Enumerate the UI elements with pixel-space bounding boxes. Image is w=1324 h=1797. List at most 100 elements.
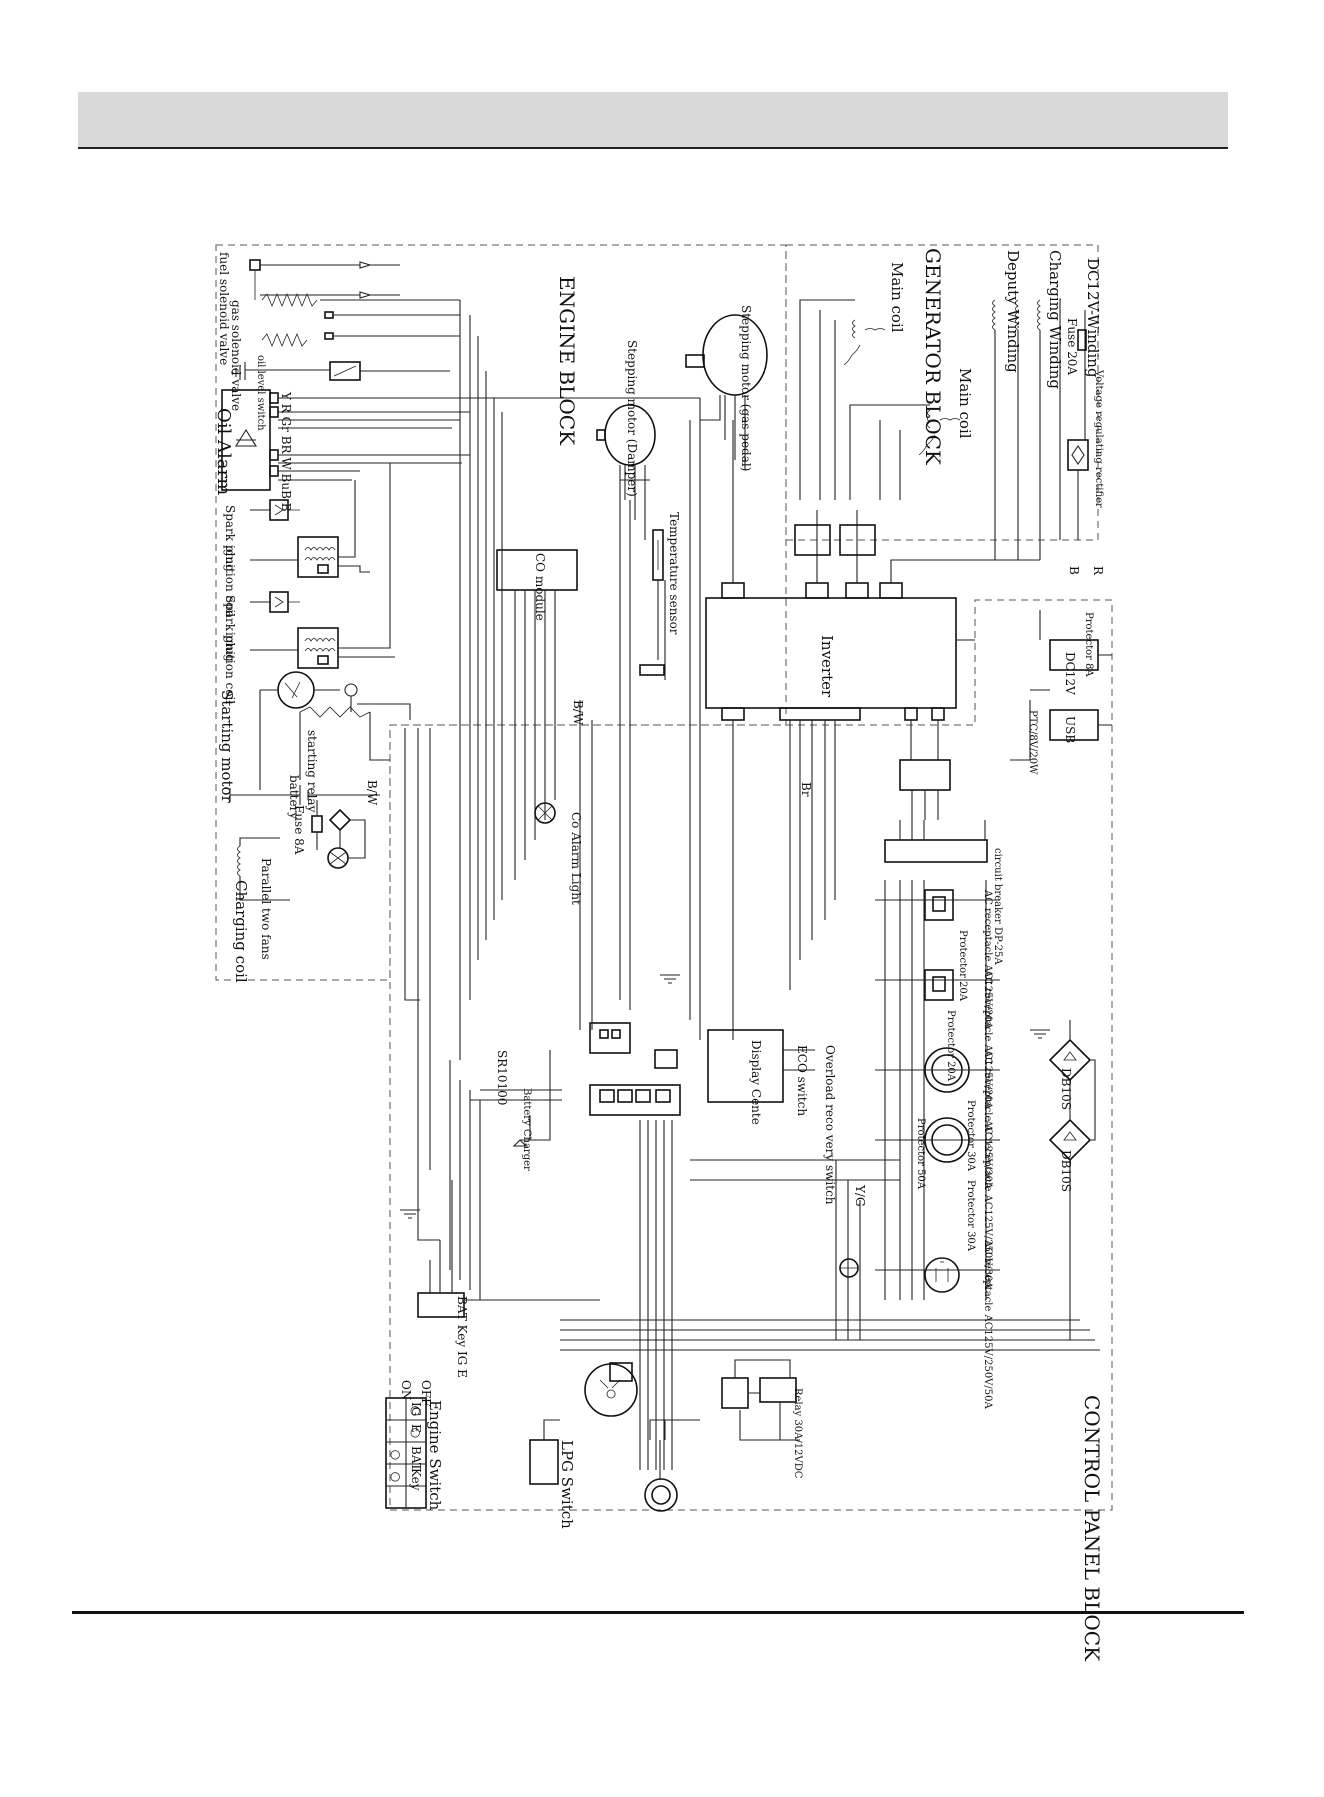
protector-30a-2-label: Protector 30A (965, 1180, 976, 1252)
key-terminals-label: BAT Key IG E (455, 1296, 469, 1378)
generator-block-border (785, 244, 1099, 541)
display-cente-box (707, 1029, 815, 1103)
stepping-motor-gas-label: Stepping motor (gas pedal) (739, 305, 753, 471)
connector-cluster (470, 1022, 681, 1147)
display-cente-label: Display Cente (749, 1040, 763, 1125)
spark-plug-1 (250, 499, 300, 521)
protector-50a-label: Protector 50A (915, 1118, 926, 1190)
table-mark-off-ig: ○ (410, 1403, 420, 1417)
deputy-winding-label: Deputy Winding (1004, 250, 1022, 373)
lpg-switch-box (529, 1419, 560, 1485)
dc12v-and-usb (1010, 610, 1112, 761)
fuse-8a-label: Fuse 8A (292, 805, 306, 855)
table-mark-off-e: ○ (410, 1425, 420, 1439)
ac-receptacle-2-label: AC receptacle AC125V/20A (982, 969, 993, 1110)
lpg-switch-label: LPG Switch (558, 1440, 576, 1529)
ignition-coil-1 (250, 480, 370, 578)
wire-br-label: Br (799, 782, 813, 797)
stepping-motor-gas (685, 314, 768, 470)
footer-rule (72, 1611, 1244, 1614)
ac-receptacle-1-label: AC receptacle AC125V/20A (982, 889, 993, 1030)
spark-plug-2 (250, 591, 300, 613)
control-panel-block-label: CONTROL PANEL BLOCK (1080, 1395, 1104, 1662)
co-alarm-light (534, 802, 556, 824)
charging-coil-label: Charging coil (232, 880, 250, 983)
battery (229, 785, 380, 805)
spark-plug-1-label: Spark plug (223, 505, 237, 572)
control-panel-block-border (389, 599, 1113, 1511)
generator-block-label: GENERATOR BLOCK (921, 248, 945, 466)
fuel-solenoid-valve (249, 259, 460, 308)
windings (992, 299, 1061, 560)
spark-plug-2-label: Spark plug (223, 595, 237, 662)
temperature-sensor-label: Temperature sensor (667, 512, 681, 635)
charging-coil (237, 837, 290, 901)
temperature-sensor (639, 529, 666, 680)
inverter-label: Inverter (818, 635, 836, 698)
ac-receptacle-5-label: AC receptacle AC125V/250V/50A (982, 1239, 993, 1409)
wire-bw-2-label: B/W (571, 700, 585, 726)
inverter-box (705, 420, 1040, 721)
stepping-motor-damper-label: Stepping motor (Damper) (625, 340, 639, 497)
dc12v-label: DC12V (1063, 652, 1077, 695)
gas-solenoid-valve (261, 311, 460, 348)
engine-trunk-wires (404, 300, 701, 1241)
main-coil-2 (849, 404, 961, 500)
key-terminal-box (417, 1180, 600, 1318)
ptc-label: PTC/8V/20W (1027, 710, 1038, 775)
overload-recovery-switch-label: Overload reco very switch (823, 1045, 837, 1205)
wire-b-label: B (1067, 566, 1081, 575)
ac-receptacle-4-label: AC receptacle AC125V/250V/30A (982, 1119, 993, 1289)
starting-motor-label: Starting motor (218, 690, 236, 804)
table-header-e: E (409, 1424, 423, 1433)
fuel-solenoid-valve-label: fuel solenoid valve (217, 252, 231, 365)
oil-alarm-pins-label: Y R Gr BR W BuB B (279, 391, 293, 512)
protector-1-label: Protector 8A (1083, 612, 1094, 677)
db10-2-label: DB10S (1059, 1150, 1073, 1192)
co-module-label: CO module (533, 553, 547, 621)
relay-label: Relay 30A/12VDC (792, 1388, 803, 1479)
table-row-off: OFF (419, 1380, 433, 1407)
fuse-8a (311, 800, 323, 850)
parallel-two-fans-label: Parallel two fans (259, 858, 273, 960)
engine-switch-label: Engine Switch (426, 1400, 444, 1511)
main-coil-1-label: Main coil (888, 262, 906, 333)
yg-label: Y/G (853, 1184, 867, 1207)
engine-switch-table-text: IG E BAT Key OFF ON ○ ○ ○ ○ (390, 1380, 433, 1491)
starting-relay-label: starting relay (305, 730, 319, 813)
table-mark-on-key: ○ (390, 1469, 400, 1483)
wire-bw-1-label: B/W (365, 780, 379, 806)
fuse-20a (1077, 329, 1087, 351)
ignition-coil-2-label: ignition coil (223, 632, 237, 704)
main-coil-1 (799, 299, 886, 500)
wire-r-label: R (1091, 566, 1105, 576)
main-coil-2-label: Main coil (956, 368, 974, 439)
protector-20a-1-label: Protector 20A (957, 930, 968, 1002)
oil-level-switch-label: oil level switch (255, 355, 266, 431)
ignition-coil-2 (250, 463, 395, 669)
battery-label: battery (287, 775, 301, 819)
parallel-two-fans (327, 808, 366, 869)
usb-label: USB (1063, 716, 1077, 743)
protector-20a-2-label: Protector 20A (945, 1010, 956, 1082)
table-mark-on-bat: ○ (390, 1447, 400, 1461)
oil-alarm-label: Oil Alarm (213, 408, 234, 495)
voltage-regulating-rectifier (1067, 310, 1089, 540)
dc12v-winding-label: DC12V-Winding (1084, 258, 1102, 378)
voltage-regulating-rectifier-label: Voltage regulating rectifier (1093, 369, 1104, 508)
engine-switch-table (385, 1397, 427, 1509)
relay-30a (721, 1359, 800, 1441)
db10-rectifiers (1048, 1020, 1096, 1340)
oil-alarm-box (221, 389, 700, 491)
gas-solenoid-valve-label: gas solenoid valve (229, 300, 243, 411)
table-row-on: ON (399, 1380, 413, 1400)
table-header-bat: BAT (409, 1446, 423, 1471)
circuit-breaker-label: circuit breaker DP-25A (992, 848, 1003, 965)
protector-30a-1-label: Protector 30A (965, 1100, 976, 1172)
ac-receptacles (875, 880, 1000, 1300)
bottom-sensor (644, 1419, 700, 1512)
battery-charger-label: Battery Charger (521, 1088, 532, 1171)
engine-block-label: ENGINE BLOCK (555, 276, 579, 446)
bottom-bus-wires (449, 1060, 1100, 1470)
ground-symbols (231, 365, 1050, 1278)
